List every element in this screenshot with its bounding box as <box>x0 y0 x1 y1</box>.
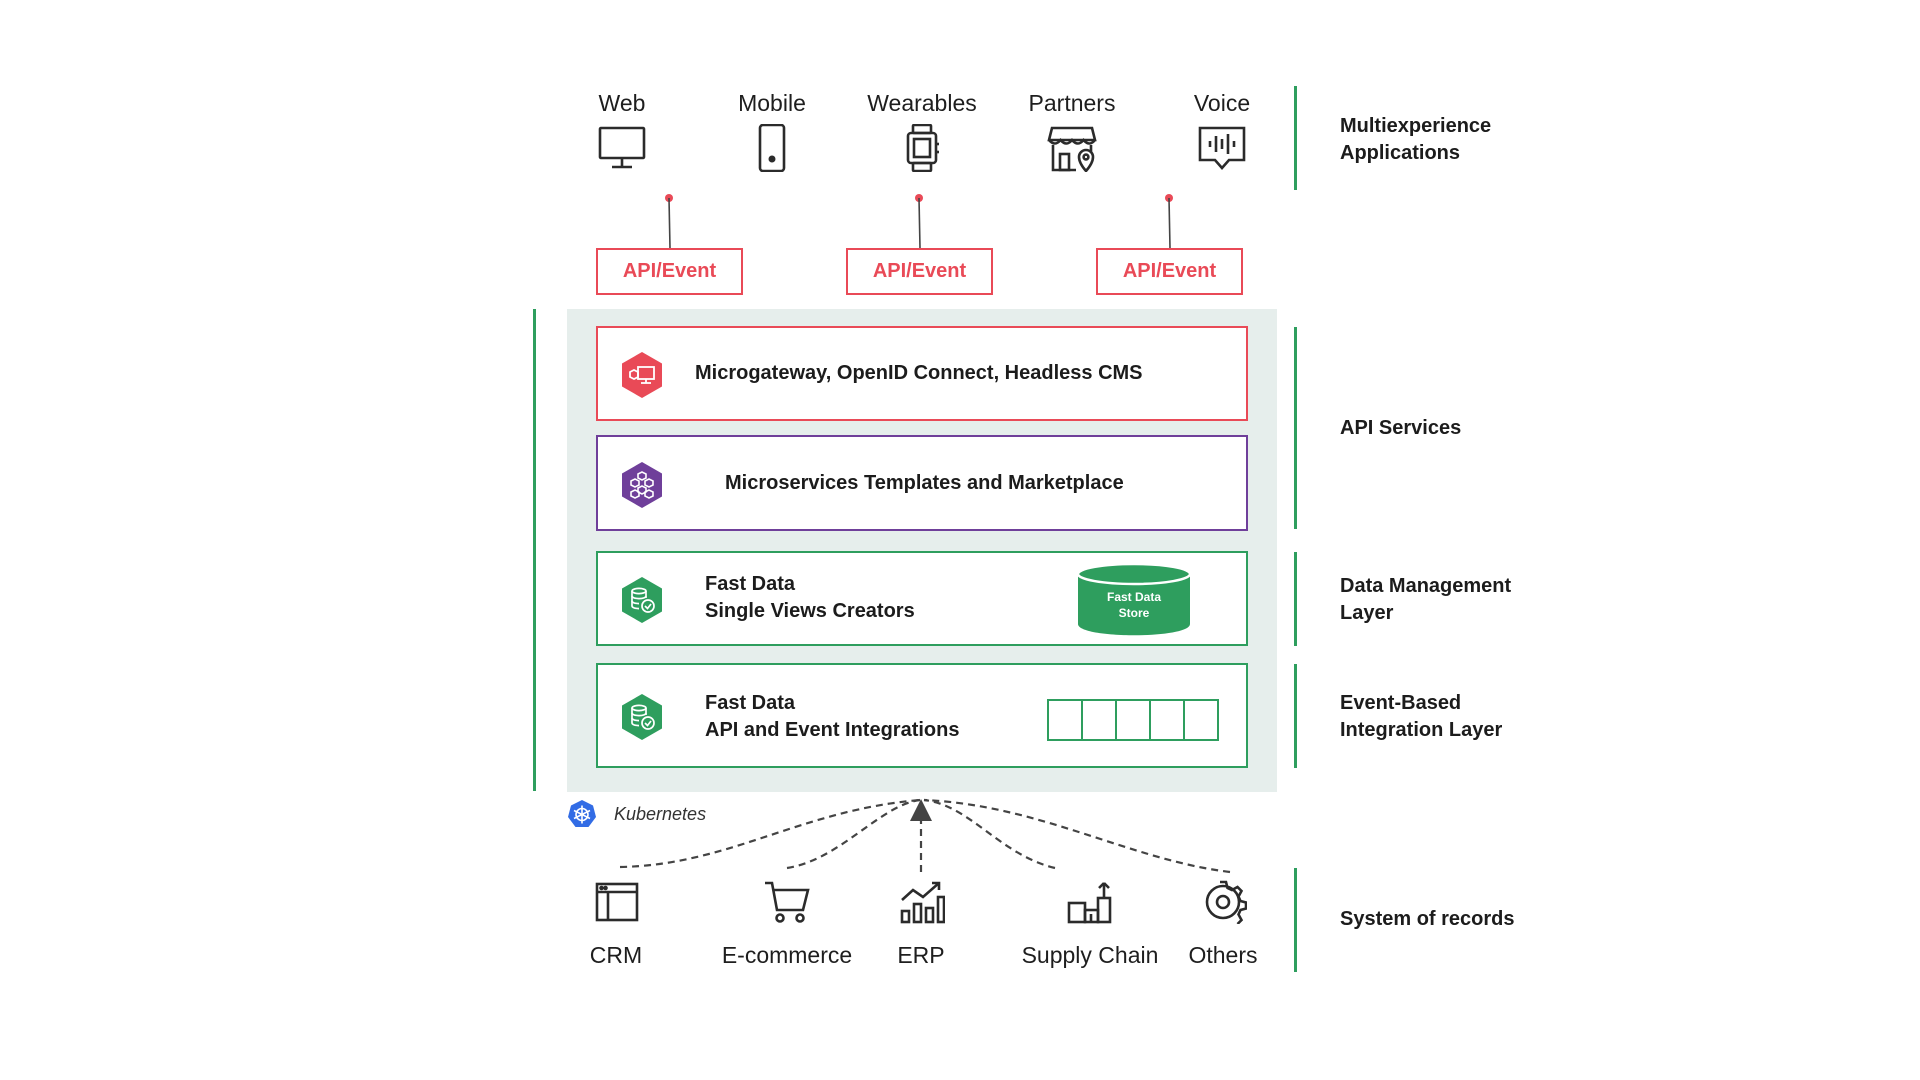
microservices-hexagon-icon <box>622 462 662 508</box>
layer-label-api-services: API Services <box>1340 417 1462 439</box>
factory-icon <box>1067 882 1112 924</box>
monitor-icon <box>598 126 646 169</box>
kubernetes-label: Kubernetes <box>614 804 707 824</box>
voice-assistant-icon <box>1198 126 1246 170</box>
store-label-line2: Store <box>1119 606 1150 620</box>
browser-window-icon <box>595 882 639 922</box>
api-event-box-middle: API/Event <box>846 248 993 295</box>
source-label: Supply Chain <box>1021 942 1159 968</box>
divider-api-services <box>1294 327 1297 529</box>
shopping-cart-icon <box>765 881 810 923</box>
channel-mobile: Mobile <box>682 90 862 172</box>
smartphone-icon <box>758 124 786 172</box>
bar-chart-trend-icon <box>900 881 945 924</box>
platform-panel: Microgateway, OpenID Connect, Headless C… <box>567 309 1277 792</box>
divider-data-management <box>1294 552 1297 646</box>
source-others: Others <box>1138 880 1308 968</box>
smartwatch-icon <box>906 124 939 172</box>
kubernetes-icon <box>568 800 596 827</box>
divider-multiexperience <box>1294 86 1297 190</box>
api-connector-left <box>665 194 673 249</box>
records-flow-arrows <box>619 798 1231 874</box>
channel-partners: Partners <box>982 90 1162 172</box>
api-event-box-right: API/Event <box>1096 248 1243 295</box>
gear-icon <box>1205 880 1247 924</box>
row-title: Microgateway, OpenID Connect, Headless C… <box>695 362 1143 384</box>
fast-data-store-cylinder: Fast Data Store <box>1076 562 1192 636</box>
channel-label: Mobile <box>738 90 806 116</box>
channel-label: Voice <box>1193 90 1251 116</box>
channel-label: Wearables <box>867 90 977 116</box>
channel-web: Web <box>532 90 712 172</box>
source-label: Others <box>1188 942 1258 968</box>
channel-voice: Voice <box>1132 90 1312 172</box>
divider-event-integration <box>1294 664 1297 768</box>
database-check-hexagon-icon <box>622 577 662 623</box>
gateway-hexagon-icon <box>622 352 662 398</box>
api-connector-right <box>1165 194 1173 249</box>
source-label: ERP <box>897 942 945 968</box>
channel-label: Partners <box>1028 90 1116 116</box>
kubernetes-boundary-line <box>533 309 536 791</box>
source-supply-chain: Supply Chain <box>1005 880 1175 968</box>
api-connector-middle <box>915 194 923 249</box>
row-microservices: Microservices Templates and Marketplace <box>596 435 1248 531</box>
source-crm: CRM <box>531 880 701 968</box>
storefront-location-icon <box>1047 126 1097 172</box>
source-label: E-commerce <box>721 942 853 968</box>
divider-system-of-records <box>1294 868 1297 972</box>
row-microgateway: Microgateway, OpenID Connect, Headless C… <box>596 326 1248 421</box>
channel-wearables: Wearables <box>832 90 1012 172</box>
layer-label-system-of-records: System of records <box>1340 908 1515 930</box>
row-title: Microservices Templates and Marketplace <box>725 472 1124 494</box>
channel-label: Web <box>598 90 646 116</box>
source-erp: ERP <box>836 880 1006 968</box>
source-label: CRM <box>589 942 643 968</box>
event-queue-grid <box>1047 699 1219 741</box>
database-check-hexagon-icon <box>622 694 662 740</box>
store-label-line1: Fast Data <box>1107 590 1161 604</box>
api-event-box-left: API/Event <box>596 248 743 295</box>
source-ecommerce: E-commerce <box>702 880 872 968</box>
